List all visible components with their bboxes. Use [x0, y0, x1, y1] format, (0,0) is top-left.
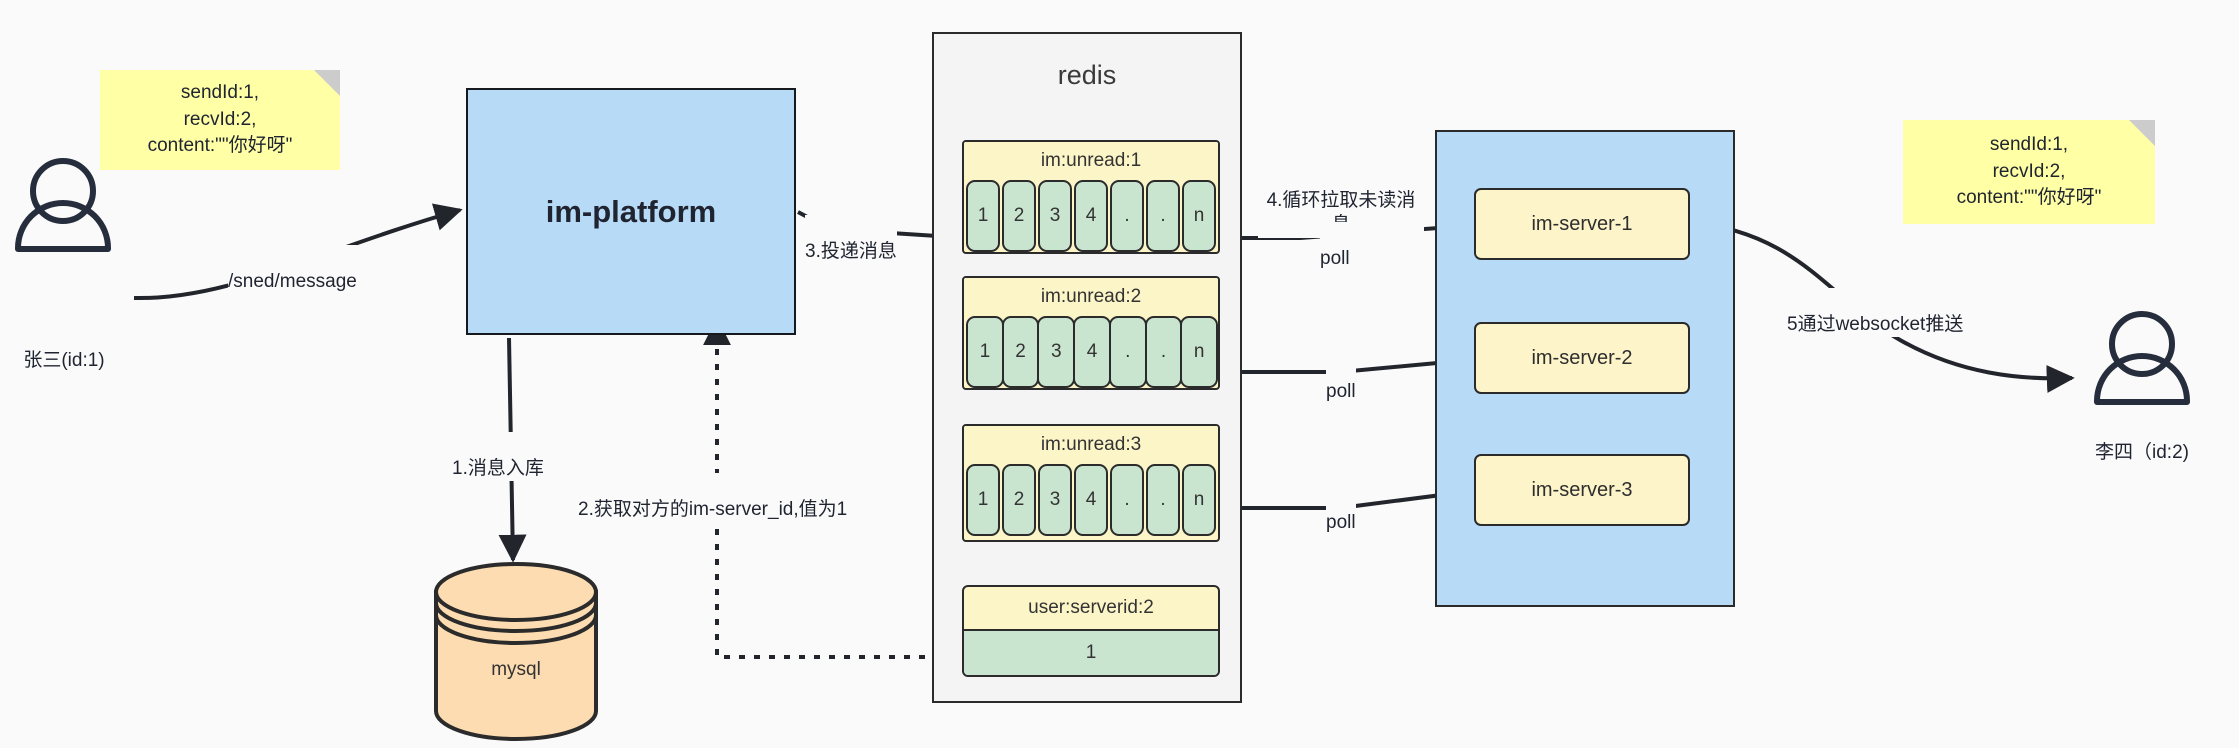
redis-cell: .	[1108, 316, 1147, 388]
redis-cell: 3	[1037, 316, 1076, 388]
im-server-3-node[interactable]: im-server-3	[1474, 454, 1690, 526]
edge-label-step3-text: 3.投递消息	[805, 240, 897, 262]
receiver-user-icon	[2094, 311, 2190, 405]
redis-cell: 3	[1038, 464, 1072, 536]
edge-label-send-message: /sned/message	[228, 245, 357, 295]
edge-label-poll-3-text: poll	[1326, 511, 1356, 533]
redis-mapping-value: 1	[964, 629, 1218, 675]
redis-title: redis	[1057, 60, 1117, 90]
redis-list-im-unread-3[interactable]: im:unread:3 1 2 3 4 . . n	[962, 424, 1220, 542]
redis-cell: 2	[1002, 180, 1036, 252]
edge-label-poll-2-text: poll	[1326, 380, 1356, 402]
redis-cell: 4	[1074, 464, 1108, 536]
redis-cell: 3	[1038, 180, 1072, 252]
redis-list-im-unread-2[interactable]: im:unread:2 1 2 3 4 . . n	[962, 276, 1220, 390]
edge-label-step1: 1.消息入库	[452, 432, 544, 482]
edge-label-poll-3: poll	[1326, 486, 1356, 536]
redis-key-label-3: im:unread:3	[964, 426, 1218, 464]
im-platform-label: im-platform	[545, 193, 717, 229]
redis-cell: 2	[1002, 464, 1036, 536]
edge-label-poll-2: poll	[1326, 355, 1356, 405]
im-server-2-label: im-server-2	[1531, 346, 1633, 369]
redis-mapping-key: user:serverid:2	[1028, 597, 1154, 618]
redis-cell: .	[1144, 316, 1183, 388]
im-server-2-node[interactable]: im-server-2	[1474, 322, 1690, 394]
edge-label-step5: 5通过websocket推送	[1787, 288, 1964, 338]
edge-label-step2: 2.获取对方的im-server_id,值为1	[578, 473, 848, 523]
note-fold-icon	[314, 70, 340, 96]
redis-key-label-1: im:unread:1	[964, 142, 1218, 180]
receiver-label: 李四（id:2)	[2042, 437, 2239, 464]
sender-user-icon	[15, 158, 111, 252]
edge-label-poll-1-text: poll	[1320, 247, 1350, 269]
redis-key-label-2: im:unread:2	[964, 278, 1218, 316]
im-platform-node[interactable]: im-platform	[466, 88, 796, 335]
redis-cells-1: 1 2 3 4 . . n	[964, 180, 1218, 252]
redis-cell: .	[1146, 464, 1180, 536]
edge-label-send-message-text: /sned/message	[228, 270, 357, 292]
edge-label-step1-text: 1.消息入库	[452, 457, 544, 479]
edge-label-poll-1: poll	[1320, 222, 1350, 272]
receiver-label-text: 李四（id:2)	[2095, 442, 2189, 463]
redis-cell: 4	[1074, 180, 1108, 252]
im-server-3-label: im-server-3	[1531, 478, 1633, 501]
redis-cells-2: 1 2 3 4 . . n	[964, 316, 1218, 388]
redis-user-serverid-mapping[interactable]: user:serverid:2 1	[962, 585, 1220, 677]
redis-list-im-unread-1[interactable]: im:unread:1 1 2 3 4 . . n	[962, 140, 1220, 254]
database-cylinder-icon	[434, 562, 598, 741]
redis-cell: 1	[966, 316, 1004, 388]
redis-cell: 4	[1073, 316, 1111, 388]
message-payload-note-left: sendId:1, recvId:2, content:""你好呀"	[100, 70, 340, 170]
sender-label-text: 张三(id:1)	[23, 350, 105, 371]
im-server-1-label: im-server-1	[1531, 212, 1633, 235]
edge-label-step5-text: 5通过websocket推送	[1787, 313, 1964, 335]
redis-cell: 1	[966, 464, 1000, 536]
message-payload-note-right: sendId:1, recvId:2, content:""你好呀"	[1903, 120, 2155, 224]
redis-cell: 1	[966, 180, 1000, 252]
note-right-text: sendId:1, recvId:2, content:""你好呀"	[1956, 133, 2102, 209]
redis-cell: .	[1110, 464, 1144, 536]
redis-cells-3: 1 2 3 4 . . n	[964, 464, 1218, 539]
redis-cell: 2	[1001, 316, 1040, 388]
sender-label: 张三(id:1)	[0, 345, 128, 372]
redis-cell: n	[1182, 180, 1216, 252]
redis-cell: n	[1180, 316, 1218, 388]
redis-cell: n	[1182, 464, 1216, 536]
redis-cell: .	[1146, 180, 1180, 252]
mysql-label: mysql	[436, 659, 596, 681]
note-fold-icon-right	[2129, 120, 2155, 146]
im-server-1-node[interactable]: im-server-1	[1474, 188, 1690, 260]
mysql-label-text: mysql	[491, 659, 541, 680]
edge-label-step2-text: 2.获取对方的im-server_id,值为1	[578, 498, 848, 520]
redis-cell: .	[1110, 180, 1144, 252]
note-left-text: sendId:1, recvId:2, content:""你好呀"	[147, 81, 293, 157]
edge-label-step3: 3.投递消息	[805, 215, 897, 265]
